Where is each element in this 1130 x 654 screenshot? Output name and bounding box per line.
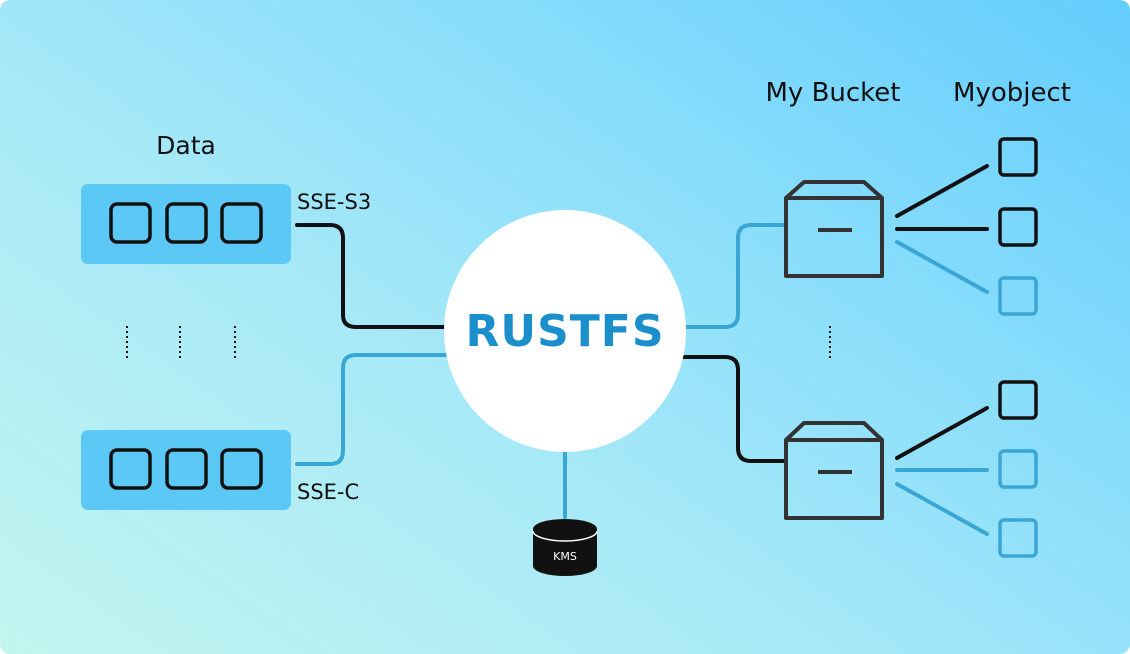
kms-database-icon: KMS (532, 519, 598, 576)
sse-c-connector (295, 353, 454, 466)
sse-c-label: SSE-C (297, 480, 359, 504)
bucket-heading: My Bucket (765, 78, 900, 108)
rustfs-hub: RUSTFS (444, 210, 686, 452)
rustfs-logo: RUSTFS (465, 306, 664, 357)
object-link (895, 164, 989, 218)
sse-s3-label: SSE-S3 (297, 190, 371, 214)
object-heading: Myobject (953, 78, 1071, 108)
ellipsis-dots (126, 326, 831, 361)
object-link (895, 406, 989, 460)
bucket-bottom-connector (678, 355, 786, 463)
bucket-top-connector (678, 223, 786, 329)
data-block-icon (109, 202, 263, 244)
data-panel-top (81, 184, 291, 264)
bucket-box-icon (784, 180, 884, 278)
sse-s3-connector (295, 223, 454, 329)
data-block-icon (109, 448, 263, 490)
data-heading: Data (156, 131, 216, 160)
data-panel-bottom (81, 430, 291, 510)
kms-label: KMS (553, 550, 577, 563)
object-link (895, 482, 989, 536)
bucket-box-icon (784, 421, 884, 520)
object-square-icon (998, 137, 1038, 558)
object-link (895, 240, 989, 294)
